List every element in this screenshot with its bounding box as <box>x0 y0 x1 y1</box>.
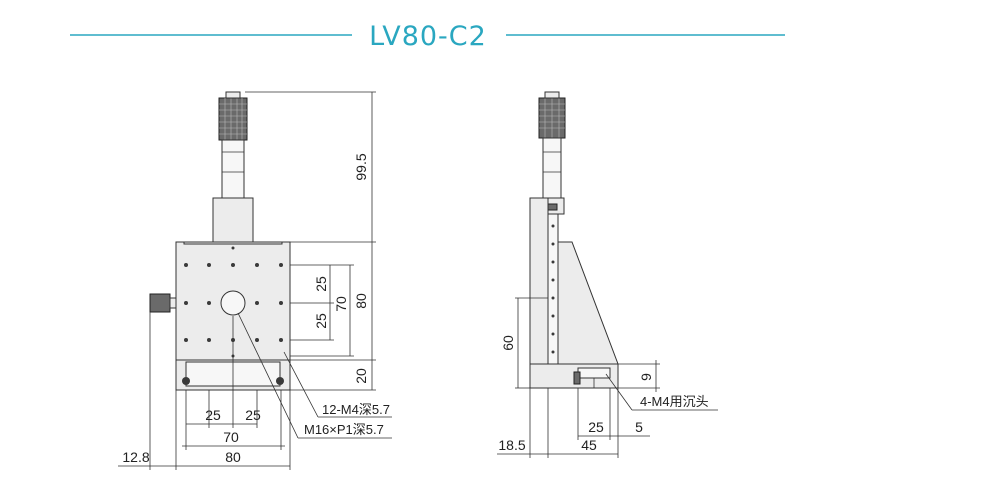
dim-height-right: 80 <box>353 293 369 309</box>
mounting-holes <box>184 246 283 358</box>
dim-side-height-9: 9 <box>638 373 654 381</box>
side-view: 60 9 25 5 45 18.5 4-M4用沉头 <box>497 91 718 458</box>
front-horizontal-dims <box>118 312 291 470</box>
stage-plate-edge <box>183 241 283 245</box>
dim-width-total: 80 <box>225 449 241 465</box>
dim-side-height-60: 60 <box>500 335 516 351</box>
side-leader <box>605 373 633 411</box>
dim-side-pitch-25: 25 <box>588 419 604 435</box>
model-title: LV80-C2 <box>369 21 487 52</box>
note-threaded-holes: 12-M4深5.7 <box>322 402 390 417</box>
side-base-screw <box>573 371 581 385</box>
dim-knob-offset: 12.8 <box>122 449 149 465</box>
base-counterbore-left <box>182 377 190 385</box>
dim-height-inner: 70 <box>333 296 349 312</box>
micrometer-collar <box>212 197 254 243</box>
title-header: LV80-C2 <box>70 21 785 52</box>
side-micrometer-cap <box>544 91 560 99</box>
micrometer-cap <box>225 91 241 99</box>
dim-width-pitch-right: 25 <box>245 407 261 423</box>
front-vertical-dims <box>245 91 376 391</box>
front-view: 99.5 80 70 25 25 20 25 25 70 80 12.8 <box>118 91 392 470</box>
side-slide <box>547 213 559 365</box>
dim-side-width-18-5: 18.5 <box>498 437 525 453</box>
note-center-hole: M16×P1深5.7 <box>304 422 384 437</box>
front-leaders <box>237 312 392 439</box>
side-dims <box>497 297 660 458</box>
dim-pitch-upper: 25 <box>313 276 329 292</box>
side-counterbore <box>577 367 611 379</box>
micrometer-barrel <box>221 139 245 199</box>
side-vertical-plate <box>529 197 549 365</box>
dim-base-offset: 20 <box>353 368 369 384</box>
dim-side-width-45: 45 <box>581 437 597 453</box>
center-hole <box>220 290 246 316</box>
dim-pitch-lower: 25 <box>313 313 329 329</box>
base-counterbore-right <box>276 377 284 385</box>
dim-side-offset-5: 5 <box>635 419 643 435</box>
dim-width-pitch-left: 25 <box>205 407 221 423</box>
dim-width-inner: 70 <box>223 429 239 445</box>
side-gusset <box>557 241 619 365</box>
side-lock-screw <box>149 293 171 313</box>
side-lock-stem <box>169 297 177 309</box>
dim-height-top: 99.5 <box>353 153 369 180</box>
note-counterbore: 4-M4用沉头 <box>640 394 709 409</box>
micrometer-knob <box>218 97 248 141</box>
side-slide-holes <box>551 224 555 354</box>
side-micrometer-barrel <box>542 137 562 199</box>
